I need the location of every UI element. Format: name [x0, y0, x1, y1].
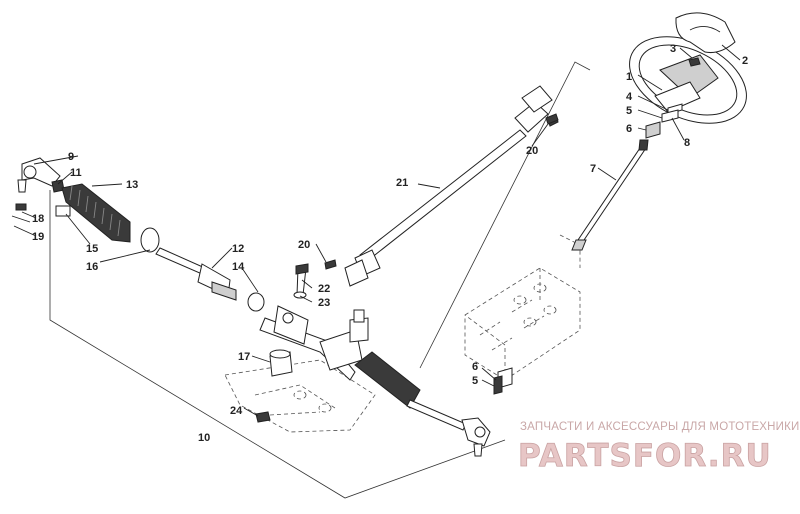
steering-shaft: [571, 139, 649, 251]
callout-3: 3: [670, 43, 676, 55]
callout-5: 5: [626, 105, 632, 117]
watermark-subtitle: ЗАПЧАСТИ И АКСЕССУАРЫ ДЛЯ МОТОТЕХНИКИ: [520, 421, 800, 433]
callout-16: 16: [86, 261, 98, 273]
callout-23: 23: [318, 297, 330, 309]
mount-bolt: [293, 263, 309, 299]
column-group-frame: [419, 61, 591, 369]
watermark: ЗАПЧАСТИ И АКСЕССУАРЫ ДЛЯ МОТОТЕХНИКИ PA…: [518, 421, 800, 474]
bolt-upper: [545, 113, 559, 125]
rack-group-frame: [49, 190, 506, 499]
callout-5-lower: 5: [472, 375, 478, 387]
callout-11: 11: [70, 167, 82, 179]
callout-21: 21: [396, 177, 408, 189]
callout-labels: 1 2 3 4 5 6 7 8 9 10 11 12 13 14 15 16 1…: [32, 43, 748, 444]
bolt-lower: [324, 259, 337, 270]
horn-cap: [675, 12, 736, 67]
hub-parts: [645, 103, 683, 139]
callout-18: 18: [32, 213, 44, 225]
callout-8: 8: [684, 137, 690, 149]
callout-12: 12: [232, 243, 244, 255]
callout-24: 24: [230, 405, 243, 417]
mount-nut: [255, 411, 271, 423]
callout-1: 1: [626, 71, 632, 83]
callout-22: 22: [318, 283, 330, 295]
callout-4: 4: [626, 91, 633, 103]
steering-wheel: [629, 36, 747, 124]
watermark-brand: PARTSFOR.RU: [518, 438, 772, 474]
mount-bushing: [269, 349, 293, 377]
boot-clamp-small: [55, 205, 71, 217]
callout-20-lower: 20: [298, 239, 310, 251]
callout-6: 6: [626, 123, 632, 135]
callout-2: 2: [742, 55, 748, 67]
boot-clamp-large: [140, 227, 160, 253]
callout-9: 9: [68, 151, 74, 163]
rack-bushing: [247, 292, 265, 312]
floor-bracket-bottom: [224, 359, 376, 433]
callout-6-lower: 6: [472, 361, 478, 373]
callout-7: 7: [590, 163, 596, 175]
tie-rod-end-left: [15, 157, 61, 211]
steering-rack-housing: [259, 305, 369, 381]
callout-15: 15: [86, 243, 98, 255]
tie-rod-end-right: [461, 417, 491, 457]
lower-bushing: [493, 367, 513, 395]
tie-rod-right: [406, 399, 467, 431]
rack-boot-right: [354, 351, 421, 409]
floor-bracket-right: [464, 234, 581, 381]
callout-13: 13: [126, 179, 138, 191]
callout-19: 19: [32, 231, 44, 243]
callout-17: 17: [238, 351, 250, 363]
callout-20-upper: 20: [526, 145, 538, 157]
intermediate-shaft: [344, 85, 559, 287]
leader-lines: [13, 44, 741, 417]
rack-boot-left: [61, 183, 131, 243]
cotter-pin: [11, 215, 31, 223]
inner-tie-rod: [155, 247, 237, 301]
callout-10: 10: [198, 432, 210, 444]
callout-14: 14: [232, 261, 245, 273]
